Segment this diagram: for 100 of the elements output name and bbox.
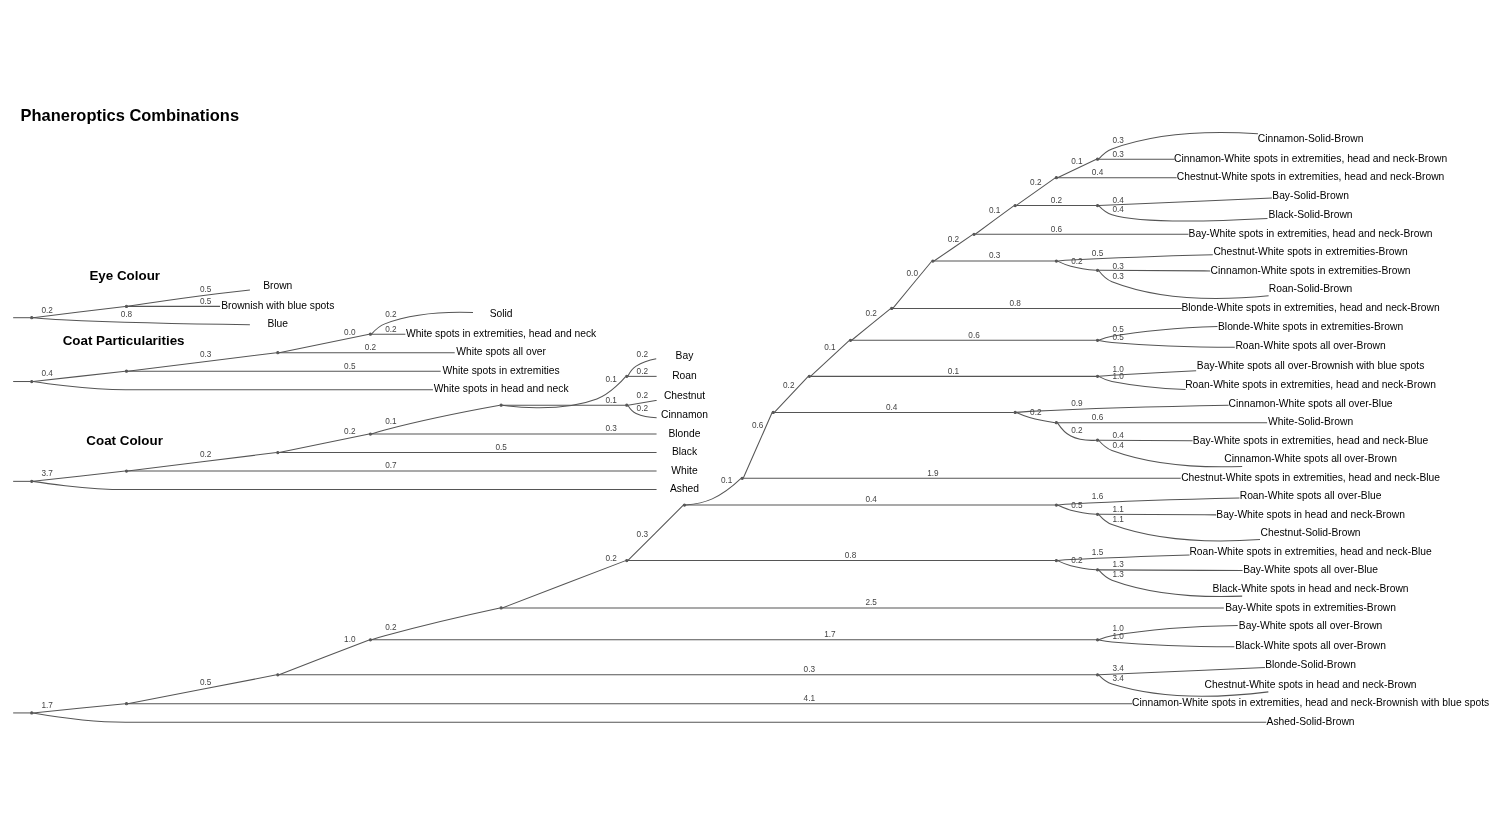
- edge-label: 0.8: [844, 550, 857, 560]
- edge-label: 0.5: [1091, 249, 1104, 259]
- node-point: [1054, 503, 1058, 507]
- node-text: Cinnamon-White spots all over-Blue: [1228, 397, 1393, 409]
- node-point: [368, 638, 373, 642]
- node-text: Black: [671, 446, 698, 458]
- node-text: White spots in head and neck: [433, 383, 569, 395]
- node-point: [972, 232, 976, 236]
- edge-label: 1.1: [1112, 514, 1124, 524]
- connector: [742, 477, 1182, 479]
- node-text: Cinnamon: [661, 409, 708, 421]
- node-point: [1054, 259, 1058, 263]
- node-text: Blonde-Solid-Brown: [1265, 659, 1357, 671]
- edge-label: 0.2: [344, 427, 356, 437]
- connector: [892, 260, 933, 309]
- node-point: [931, 259, 935, 263]
- node-text: Chestnut: [663, 389, 706, 401]
- edge-label: 0.2: [636, 350, 649, 360]
- node-text: Bay-White spots in head and neck-Brown: [1216, 508, 1405, 520]
- edge-label: 0.5: [200, 285, 212, 295]
- node-point: [625, 374, 629, 378]
- connector: [1098, 439, 1194, 442]
- edge-label: 2.5: [865, 598, 877, 608]
- connector: [278, 452, 658, 454]
- node-text: Ashed-Solid-Brown: [1266, 715, 1355, 727]
- edge-label: 0.3: [200, 350, 212, 360]
- node-text: Roan-White spots all over-Brown: [1235, 340, 1386, 352]
- node-point: [890, 306, 894, 311]
- edge-label: 0.3: [605, 424, 617, 434]
- edge-label: 0.1: [988, 206, 1001, 216]
- edge-label: 0.2: [385, 622, 397, 632]
- connector: [1015, 205, 1097, 207]
- connector: [1057, 177, 1178, 179]
- connector: [627, 399, 658, 406]
- node-text: White: [671, 464, 698, 476]
- edge-label: 0.6: [968, 330, 980, 340]
- edge-label: 1.1: [1112, 504, 1124, 514]
- edge-label: 0.3: [1112, 136, 1124, 146]
- connector: [1057, 422, 1268, 424]
- connector: [278, 674, 1097, 676]
- connector: [32, 317, 251, 326]
- node-point: [276, 351, 280, 355]
- connector: [1098, 440, 1243, 468]
- node-text: Blue: [267, 318, 289, 330]
- node-point: [1095, 338, 1100, 342]
- edge-label: 0.4: [41, 368, 53, 378]
- node-point: [1095, 638, 1100, 642]
- edge-label: 0.1: [1071, 156, 1083, 166]
- edge-label: 0.7: [385, 461, 397, 471]
- edge-label: 0.3: [636, 530, 649, 540]
- connector: [32, 370, 126, 382]
- connector: [1098, 158, 1176, 160]
- edge-label: 0.0: [344, 327, 356, 337]
- edge-label: 0.9: [1071, 398, 1083, 408]
- node-point: [276, 673, 280, 677]
- node-text: Roan-White spots in extremities, head and neck-Brown: [1185, 379, 1437, 391]
- node-point: [682, 503, 687, 507]
- edge-label: 0.6: [752, 421, 764, 431]
- node-point: [740, 476, 744, 480]
- node-text: Black-White spots all over-Brown: [1235, 639, 1387, 651]
- node-text: Bay-White spots all over-Brownish with blue spots: [1196, 359, 1425, 371]
- node-point: [368, 332, 373, 336]
- node-text: White-Solid-Brown: [1268, 416, 1354, 428]
- node-point: [1013, 203, 1017, 208]
- node-text: Cinnamon-White spots in extremities, head and neck-Brownish with blue spots: [1132, 697, 1490, 709]
- edge-label: 0.2: [636, 366, 649, 376]
- edge-label: 0.5: [344, 361, 356, 371]
- connector: [371, 333, 406, 335]
- label: Coat Particularities: [62, 332, 185, 348]
- connector: [32, 480, 658, 491]
- node-point: [1095, 374, 1100, 378]
- connector: [1098, 370, 1197, 377]
- connector: [371, 639, 1097, 641]
- connector: [892, 307, 1183, 309]
- connector: [773, 375, 809, 413]
- edge-label: 0.4: [1112, 195, 1124, 205]
- node-text: Bay-Solid-Brown: [1272, 189, 1349, 201]
- connector: [127, 352, 278, 372]
- connector: [1098, 639, 1235, 648]
- node-text: Bay-White spots all over-Blue: [1243, 564, 1379, 576]
- node-point: [1095, 268, 1100, 272]
- edge-label: 0.2: [385, 310, 397, 320]
- node-text: Chestnut-White spots in extremities, head and neck-Blue: [1181, 471, 1441, 483]
- node-text: Cinnamon-Solid-Brown: [1257, 133, 1364, 145]
- node-text: White spots in extremities: [442, 364, 560, 376]
- edge-label: 1.0: [1112, 632, 1124, 642]
- edge-label: 0.5: [1112, 324, 1124, 334]
- connector: [1098, 569, 1243, 598]
- node-text: Brownish with blue spots: [221, 299, 335, 311]
- node-point: [625, 403, 629, 407]
- connector: [933, 260, 1056, 262]
- connector: [32, 381, 434, 391]
- edge-label: 1.7: [41, 701, 53, 711]
- edge-label: 0.8: [120, 310, 133, 320]
- connector: [501, 560, 627, 609]
- edge-label: 0.6: [1050, 224, 1063, 234]
- connector: [1098, 269, 1211, 272]
- connector: [127, 703, 1133, 705]
- connector: [1098, 674, 1269, 697]
- connector: [501, 607, 1225, 609]
